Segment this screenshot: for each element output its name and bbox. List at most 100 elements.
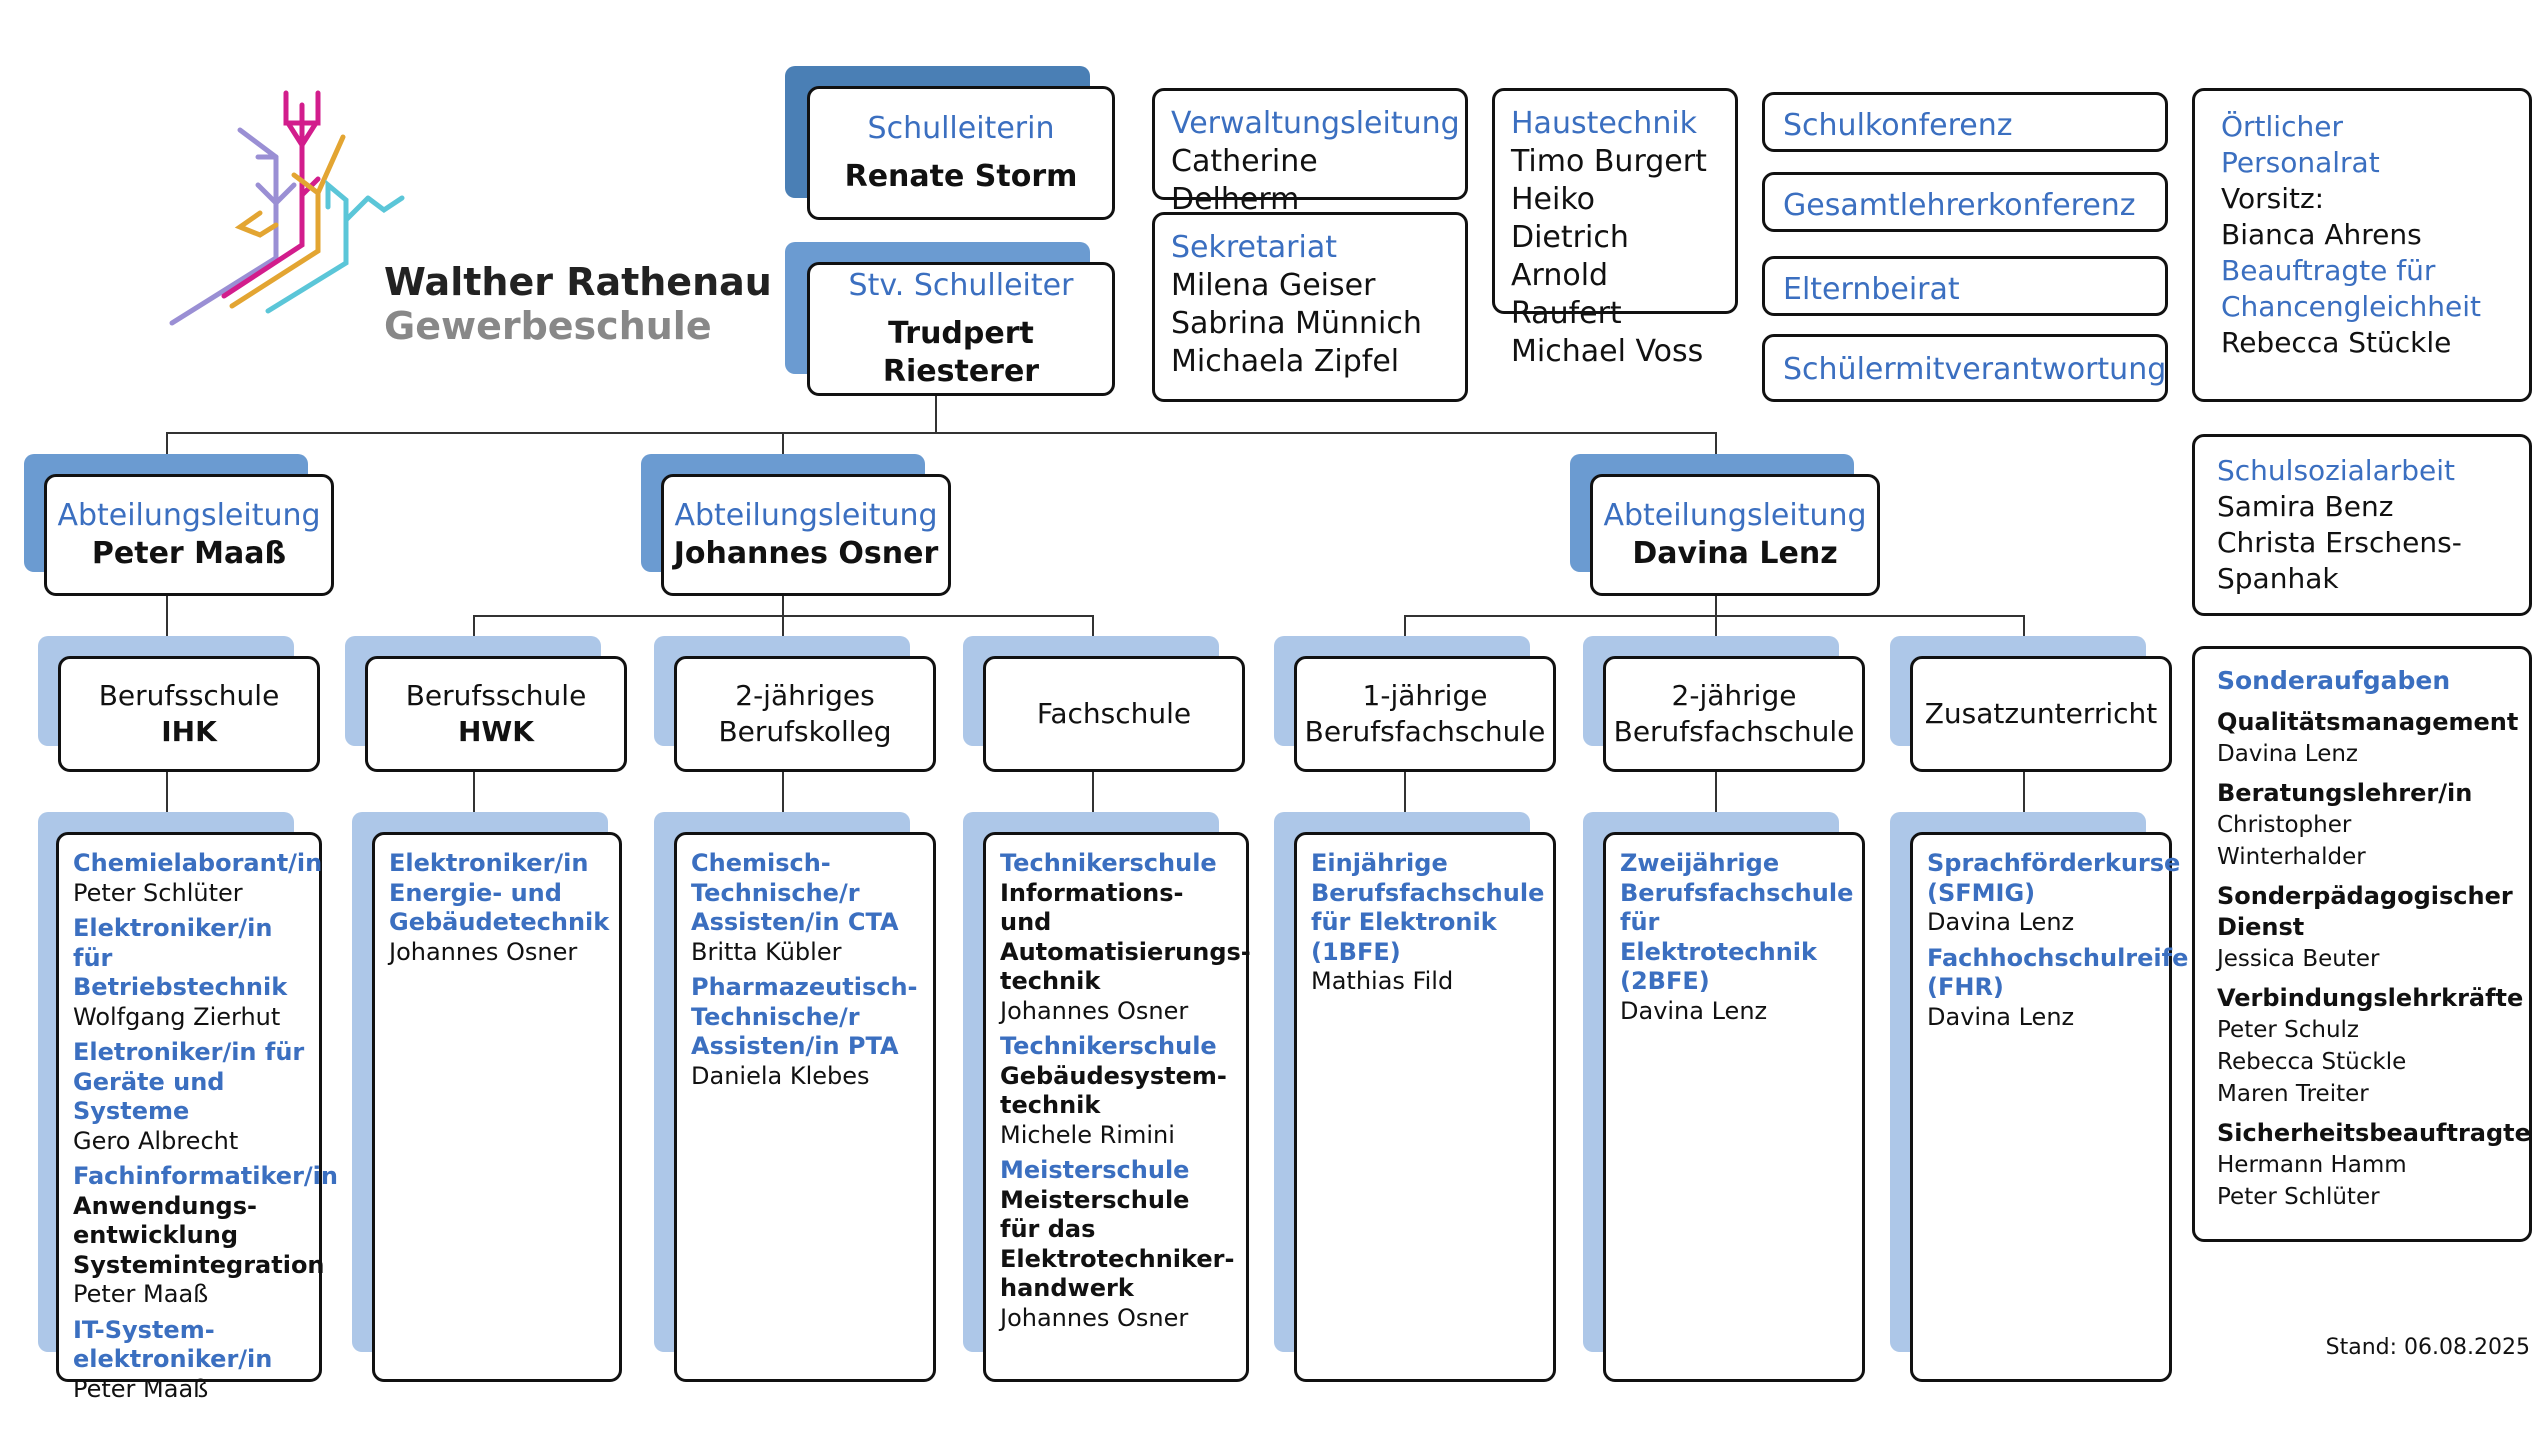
connector-line: [935, 396, 937, 432]
schulleiterin-box: Schulleiterin Renate Storm: [807, 86, 1115, 220]
school-name-line1: Walther Rathenau: [384, 260, 772, 304]
gremium-elternbeirat: Elternbeirat: [1762, 256, 2168, 316]
bildungsgang-contact: Davina Lenz: [1927, 908, 2075, 936]
bildungsgang-contact: Davina Lenz: [1927, 1002, 2075, 1031]
connector-line: [1404, 615, 1406, 655]
schulart-label: Berufsfachschule: [1613, 715, 1855, 748]
gremium-schulkonferenz: Schulkonferenz: [1762, 92, 2168, 152]
connector-line: [1715, 772, 1717, 812]
bildungsgang-title: Elektroniker/in Energie- und Gebäudetech…: [389, 849, 610, 936]
connector-line: [1092, 772, 1094, 812]
stand-date: Stand: 06.08.2025: [2325, 1335, 2530, 1360]
sonderaufgaben-title: Sonderaufgaben: [2217, 666, 2451, 695]
gremium-label: Schülermitverantwortung: [1783, 352, 2167, 387]
schulart-box: 1-jährige Berufsfachschule: [1294, 656, 1556, 772]
connector-line: [782, 772, 784, 812]
schulsozialarbeit-person: Christa Erschens-: [2217, 526, 2462, 559]
personalrat-title: Örtlicher: [2221, 110, 2343, 143]
schulleiterin-role: Schulleiterin: [867, 111, 1055, 146]
sonderaufgabe-title: Sicherheitsbeauftragte: [2217, 1119, 2531, 1147]
gremium-label: Elternbeirat: [1783, 272, 1960, 307]
gremium-label: Gesamtlehrerkonferenz: [1783, 188, 2136, 223]
abteilungsleitung-name: Davina Lenz: [1632, 536, 1838, 571]
bildungsgang-contact: Gero Albrecht: [73, 1126, 239, 1155]
bildungsgang-title: Zweijährige Berufsfachschule für Elektro…: [1620, 849, 1854, 995]
sonderaufgabe-person: Maren Treiter: [2217, 1081, 2369, 1107]
schulart-label: 2-jährige: [1671, 679, 1797, 712]
bildungsgang-title: Eletroniker/in für Geräte und Systeme: [73, 1038, 305, 1125]
schulart-box: Berufsschule HWK: [365, 656, 627, 772]
bildungsgang-contact: Peter Maaß: [73, 1280, 209, 1308]
gremium-smv: Schülermitverantwortung: [1762, 334, 2168, 402]
bildungsgang-list: Einjährige Berufsfachschule für Elektron…: [1294, 832, 1556, 1382]
bildungsgang-contact: Peter Schlüter: [73, 878, 243, 907]
schulart-label: Zusatzunterricht: [1924, 697, 2158, 730]
bildungsgang-title: Technikerschule: [1000, 1032, 1217, 1060]
abteilungsleitung-box: Abteilungsleitung Davina Lenz: [1590, 474, 1880, 596]
stv-schulleiter-name: Trudpert Riesterer: [882, 316, 1040, 389]
connector-line: [1715, 615, 1717, 655]
haustechnik-box: Haustechnik Timo Burgert Heiko Dietrich …: [1492, 88, 1738, 369]
bildungsgang-detail: Gebäudesystem- technik: [1000, 1061, 1227, 1120]
bildungsgang-contact: Wolfgang Zierhut: [73, 1002, 281, 1031]
schulart-box: 2-jähriges Berufskolleg: [674, 656, 936, 772]
personalrat-vorsitz-label: Vorsitz:: [2221, 182, 2325, 215]
schulart-label: Berufsfachschule: [1304, 715, 1546, 748]
personalrat-title: Personalrat: [2221, 146, 2380, 179]
schulsozialarbeit-box: Schulsozialarbeit Samira Benz Christa Er…: [2192, 434, 2532, 616]
haustechnik-person: Michael Voss: [1511, 334, 1704, 369]
sonderaufgabe-person: Peter Schulz: [2217, 1017, 2359, 1043]
schulart-label: Fachschule: [1036, 697, 1192, 730]
schulart-label: Berufskolleg: [718, 715, 892, 748]
sonderaufgabe-title: Beratungslehrer/in: [2217, 779, 2473, 807]
schulart-label: Berufsschule: [98, 679, 280, 712]
bildungsgang-contact: Mathias Fild: [1311, 967, 1454, 995]
school-name-line2: Gewerbeschule: [384, 304, 712, 348]
abteilungsleitung-role: Abteilungsleitung: [674, 498, 938, 533]
connector-line: [782, 596, 784, 616]
bildungsgang-title: Elektroniker/in für Betriebstechnik: [73, 914, 288, 1001]
connector-line: [1404, 615, 2024, 617]
connector-line: [1092, 615, 1094, 655]
connector-line: [782, 615, 784, 655]
stv-schulleiter-box: Stv. Schulleiter Trudpert Riesterer: [807, 262, 1115, 396]
bildungsgang-title: Meisterschule: [1000, 1156, 1190, 1184]
connector-line: [166, 772, 168, 812]
verwaltungsleitung-title: Verwaltungsleitung: [1171, 106, 1460, 141]
connector-line: [166, 432, 1716, 434]
sonderaufgabe-person: Hermann Hamm: [2217, 1152, 2407, 1178]
gremium-label: Schulkonferenz: [1783, 108, 2013, 143]
bildungsgang-title: Sprachförderkurse (SFMIG): [1927, 849, 2181, 907]
sonderaufgabe-person: Christopher Winterhalder: [2217, 812, 2366, 870]
connector-line: [473, 615, 475, 655]
schulsozialarbeit-title: Schulsozialarbeit: [2217, 454, 2455, 487]
school-logo: Walther Rathenau Gewerbeschule: [168, 85, 772, 347]
haustechnik-person: Timo Burgert: [1511, 144, 1707, 179]
sonderaufgabe-person: Jessica Beuter: [2217, 946, 2380, 972]
verwaltungsleitung-name: Catherine Delherm: [1171, 144, 1318, 217]
verwaltungsleitung-box: Verwaltungsleitung Catherine Delherm: [1152, 88, 1468, 217]
schulsozialarbeit-person: Spanhak: [2217, 562, 2339, 595]
connector-line: [1404, 772, 1406, 812]
gremium-gesamtlehrerkonferenz: Gesamtlehrerkonferenz: [1762, 172, 2168, 232]
bildungsgang-title: Technikerschule: [1000, 849, 1217, 877]
abteilungsleitung-box: Abteilungsleitung Johannes Osner: [661, 474, 951, 596]
connector-line: [2023, 772, 2025, 812]
sekretariat-person: Milena Geiser: [1171, 268, 1376, 303]
abteilungsleitung-box: Abteilungsleitung Peter Maaß: [44, 474, 334, 596]
sekretariat-person: Sabrina Münnich: [1171, 306, 1422, 341]
abteilungsleitung-name: Johannes Osner: [673, 536, 939, 571]
schulart-box: Berufsschule IHK: [58, 656, 320, 772]
sekretariat-title: Sekretariat: [1171, 230, 1337, 265]
abteilungsleitung-name: Peter Maaß: [91, 536, 287, 571]
bildungsgang-contact: Johannes Osner: [1000, 1303, 1189, 1332]
connector-line: [473, 772, 475, 812]
sonderaufgabe-title: Qualitätsmanagement: [2217, 708, 2519, 736]
bildungsgang-contact: Peter Maaß: [73, 1374, 209, 1403]
schulart-label: Berufsschule: [405, 679, 587, 712]
bildungsgang-detail: Anwendungs- entwicklung Systemintegratio…: [73, 1191, 325, 1279]
